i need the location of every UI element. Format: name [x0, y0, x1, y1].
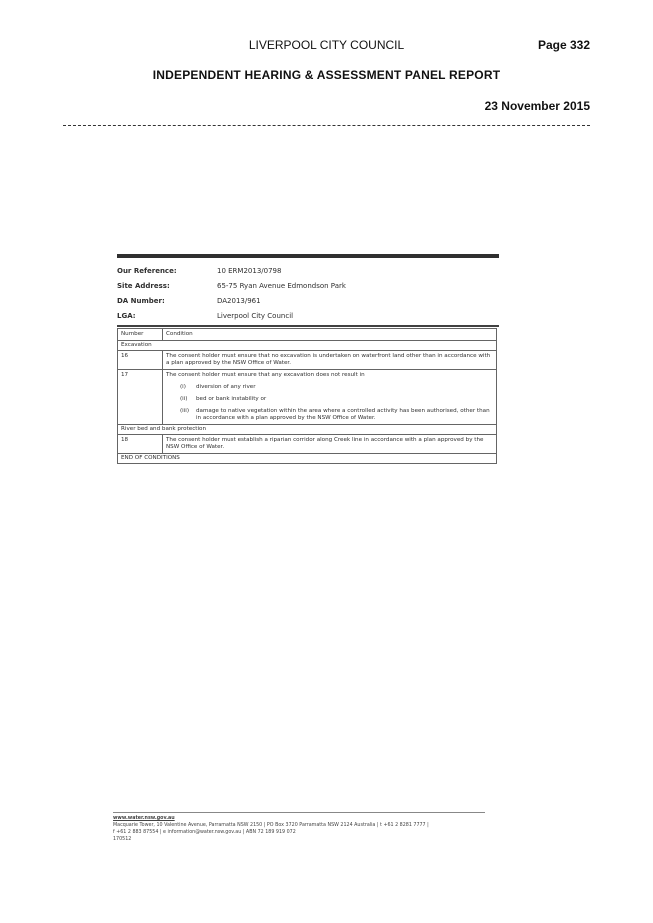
footer-address: Macquarie Tower, 10 Valentine Avenue, Pa… [113, 823, 429, 828]
condition-text: The consent holder must ensure that any … [166, 372, 365, 378]
sub-item-number: (ii) [180, 396, 188, 402]
table-row: 17 The consent holder must ensure that a… [117, 369, 497, 425]
scan-top-bar [117, 254, 499, 258]
report-date: 23 November 2015 [484, 99, 590, 113]
meta-value: 10 ERM2013/0798 [217, 267, 282, 275]
conditions-table: Number Condition Excavation 16 The conse… [117, 328, 497, 464]
section-row-excavation: Excavation [117, 340, 497, 351]
table-row: 18 The consent holder must establish a r… [117, 434, 497, 454]
footer-divider [113, 812, 485, 813]
column-header-condition: Condition [162, 328, 497, 341]
sub-item: (iii) damage to native vegetation within… [180, 408, 493, 422]
header-divider [63, 125, 590, 126]
condition-number: 17 [117, 369, 163, 425]
sub-item-text: diversion of any river [196, 384, 256, 390]
end-of-conditions: END OF CONDITIONS [117, 453, 497, 464]
condition-cell: The consent holder must ensure that any … [162, 369, 497, 425]
meta-label: DA Number: [117, 297, 165, 305]
meta-row-da-number: DA Number: DA2013/961 [117, 294, 499, 309]
meta-label: LGA: [117, 312, 136, 320]
scanned-conditions-document: Our Reference: 10 ERM2013/0798 Site Addr… [117, 254, 499, 464]
page-number: Page 332 [537, 38, 590, 52]
meta-value: DA2013/961 [217, 297, 261, 305]
meta-label: Our Reference: [117, 267, 177, 275]
meta-row-reference: Our Reference: 10 ERM2013/0798 [117, 264, 499, 279]
end-row: END OF CONDITIONS [117, 453, 497, 464]
sub-item: (i) diversion of any river [180, 384, 493, 391]
section-label: River bed and bank protection [117, 424, 497, 435]
council-heading: LIVERPOOL CITY COUNCIL [248, 38, 405, 52]
meta-row-lga: LGA: Liverpool City Council [117, 309, 499, 324]
condition-text: The consent holder must establish a ripa… [162, 434, 497, 454]
sub-item-number: (i) [180, 384, 186, 390]
section-row-river: River bed and bank protection [117, 424, 497, 435]
sub-item-number: (iii) [180, 408, 190, 414]
meta-divider [117, 325, 499, 327]
meta-value: 65-75 Ryan Avenue Edmondson Park [217, 282, 346, 290]
scan-footer: www.water.nsw.gov.au Macquarie Tower, 10… [113, 815, 513, 843]
table-header-row: Number Condition [117, 328, 497, 341]
condition-text: The consent holder must ensure that no e… [162, 350, 497, 370]
meta-label: Site Address: [117, 282, 170, 290]
condition-number: 18 [117, 434, 163, 454]
condition-number: 16 [117, 350, 163, 370]
report-title: INDEPENDENT HEARING & ASSESSMENT PANEL R… [152, 68, 501, 82]
table-row: 16 The consent holder must ensure that n… [117, 350, 497, 370]
sub-item-text: bed or bank instability or [196, 396, 267, 402]
section-label: Excavation [117, 340, 497, 351]
sub-item-text: damage to native vegetation within the a… [196, 408, 490, 421]
meta-value: Liverpool City Council [217, 312, 294, 320]
sub-item: (ii) bed or bank instability or [180, 396, 493, 403]
column-header-number: Number [117, 328, 163, 341]
meta-row-site-address: Site Address: 65-75 Ryan Avenue Edmondso… [117, 279, 499, 294]
footer-contact: f +61 2 883 87554 | e information@water.… [113, 830, 296, 835]
footer-website: www.water.nsw.gov.au [113, 816, 175, 821]
footer-code: 170512 [113, 837, 132, 842]
